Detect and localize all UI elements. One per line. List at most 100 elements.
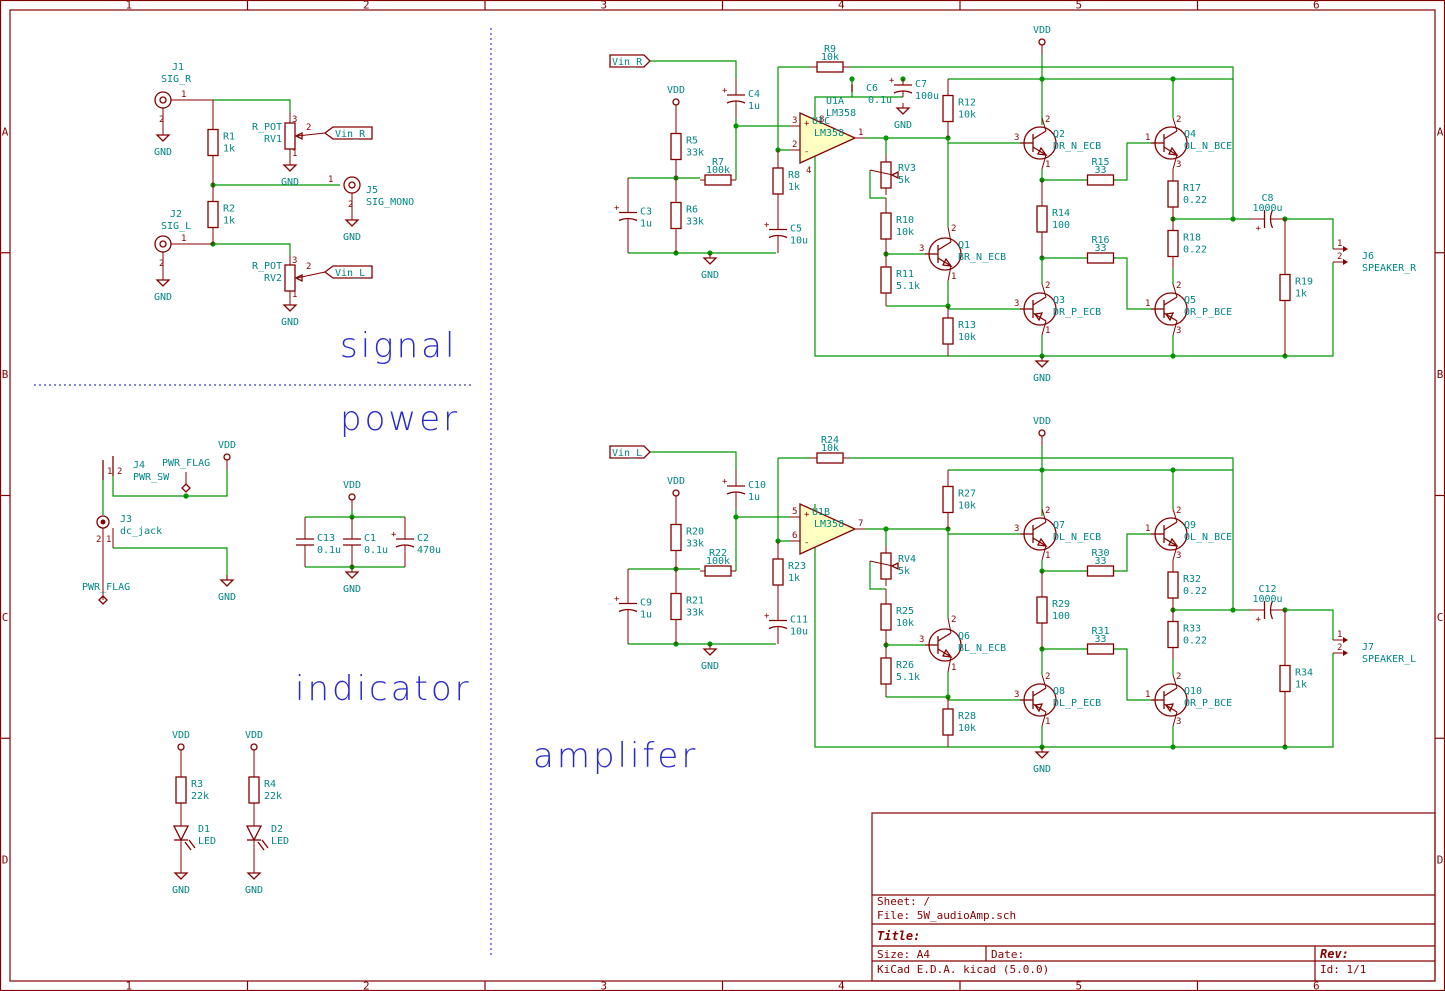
- resistor-ref: R25: [896, 606, 914, 617]
- pin-number: 1: [1145, 524, 1150, 534]
- pin-number: 2: [792, 140, 797, 150]
- opamp-value: LM358: [814, 519, 844, 530]
- gnd-label: GND: [701, 661, 719, 672]
- pin-number: 2: [1337, 252, 1342, 262]
- col-label-bottom: 2: [363, 980, 370, 991]
- resistor-body: [1036, 596, 1048, 624]
- audio-jack-center: [159, 240, 167, 248]
- resistor-value: 33: [1094, 165, 1106, 176]
- gnd-label: GND: [343, 584, 361, 595]
- pin-number: 8: [819, 115, 824, 125]
- transistor-collector: [1163, 296, 1178, 306]
- transistor-ref: Q8: [1053, 686, 1065, 697]
- pin-number: 1: [1045, 717, 1050, 727]
- resistor-body: [248, 776, 260, 804]
- wire: [213, 243, 291, 256]
- polarity-mark: +: [391, 530, 397, 540]
- resistor-body: [1086, 174, 1115, 186]
- cap-value: 0.1u: [364, 545, 388, 556]
- transistor-ref: Q7: [1053, 520, 1065, 531]
- pin-number: 1: [951, 272, 956, 282]
- cap-ref: C13: [317, 533, 335, 544]
- speaker-ref: J7: [1362, 642, 1374, 653]
- junction: [1230, 216, 1236, 222]
- pin-number: 2: [96, 535, 101, 545]
- resistor-body: [207, 128, 219, 157]
- resistor-body: [880, 212, 892, 240]
- cap-plate: [395, 544, 415, 548]
- cap-value: 1u: [640, 219, 652, 230]
- resistor-value: 33: [1094, 634, 1106, 645]
- resistor-ref: R6: [686, 205, 698, 216]
- pin: [1041, 117, 1047, 132]
- resistor-body: [670, 132, 682, 161]
- polarity-mark: +: [1256, 615, 1262, 625]
- opamp-plus: +: [804, 510, 810, 520]
- resistor-ref: R28: [958, 711, 976, 722]
- vin-l-label: Vin_L: [335, 268, 365, 279]
- cap-ref: C4: [748, 89, 760, 100]
- J4-ref: J4: [133, 460, 145, 471]
- cap-value: 1u: [748, 101, 760, 112]
- polarity-mark: +: [764, 221, 770, 231]
- transistor-collector: [1032, 687, 1047, 697]
- C6-ref: C6: [866, 83, 878, 94]
- resistor-body: [1086, 565, 1115, 577]
- resistor-value: 22k: [191, 791, 209, 802]
- wire: [650, 451, 737, 469]
- transistor-arrow: [1037, 146, 1048, 156]
- vdd-label: VDD: [343, 480, 361, 491]
- cap-ref: C11: [790, 615, 808, 626]
- transistor-collector: [1032, 130, 1047, 140]
- resistor-value: 10k: [896, 618, 914, 629]
- resistor-ref: R31: [1091, 626, 1109, 637]
- gnd-symbol: [246, 872, 262, 880]
- wire: [213, 99, 291, 112]
- gnd-symbol: [282, 304, 298, 312]
- vin-label: Vin_L: [612, 448, 642, 459]
- pin: [1041, 711, 1047, 727]
- pot-wiper: [869, 169, 894, 176]
- transistor-collector: [937, 632, 952, 642]
- col-label-top: 6: [1313, 0, 1320, 12]
- pin-number: 2: [1045, 115, 1050, 125]
- wire: [1114, 142, 1151, 181]
- gnd-symbol: [344, 219, 360, 227]
- labels: signalpowerindicatorampliferGNDJ1SIG_RR1…: [82, 25, 1417, 896]
- pin-number: 1: [951, 663, 956, 673]
- col-label-bottom: 6: [1313, 980, 1320, 991]
- pin-number: 1: [1045, 326, 1050, 336]
- tb-id: Id: 1/1: [1320, 963, 1366, 976]
- cap-ref: C5: [790, 224, 802, 235]
- cap-plate: [618, 608, 638, 613]
- pot-value: 5k: [898, 175, 910, 186]
- speaker-pin-marker: [1343, 246, 1348, 252]
- polarity-mark: +: [1256, 224, 1262, 234]
- resistor-body: [1167, 229, 1179, 258]
- pin-number: 3: [292, 115, 297, 125]
- transistor-value: OR_P_BCE: [1184, 698, 1232, 709]
- resistor-body: [772, 558, 784, 586]
- vdd-label: VDD: [1033, 416, 1051, 427]
- tb-sheet: Sheet: /: [877, 895, 930, 908]
- RV1-ref: RV1: [264, 134, 282, 145]
- wire: [814, 504, 948, 748]
- net-label-vin: [609, 445, 651, 459]
- col-label-top: 4: [838, 0, 845, 12]
- row-label-left: A: [2, 125, 9, 138]
- pin: [947, 617, 952, 634]
- resistor-ref: R17: [1183, 183, 1201, 194]
- pin-number: 2: [1337, 643, 1342, 653]
- pin-number: 1: [181, 234, 186, 244]
- resistor-body: [1167, 571, 1179, 599]
- J1-value: SIG_R: [161, 74, 192, 85]
- pin-number: 7: [858, 519, 863, 529]
- row-label-left: D: [2, 854, 9, 867]
- pin-number: 6: [792, 531, 797, 541]
- tb-date: Date:: [991, 948, 1024, 961]
- cap-value: 1u: [640, 610, 652, 621]
- vdd-label: VDD: [218, 440, 236, 451]
- resistor-value: 1k: [223, 216, 235, 227]
- row-label-right: A: [1437, 125, 1444, 138]
- pin-number: 3: [792, 116, 797, 126]
